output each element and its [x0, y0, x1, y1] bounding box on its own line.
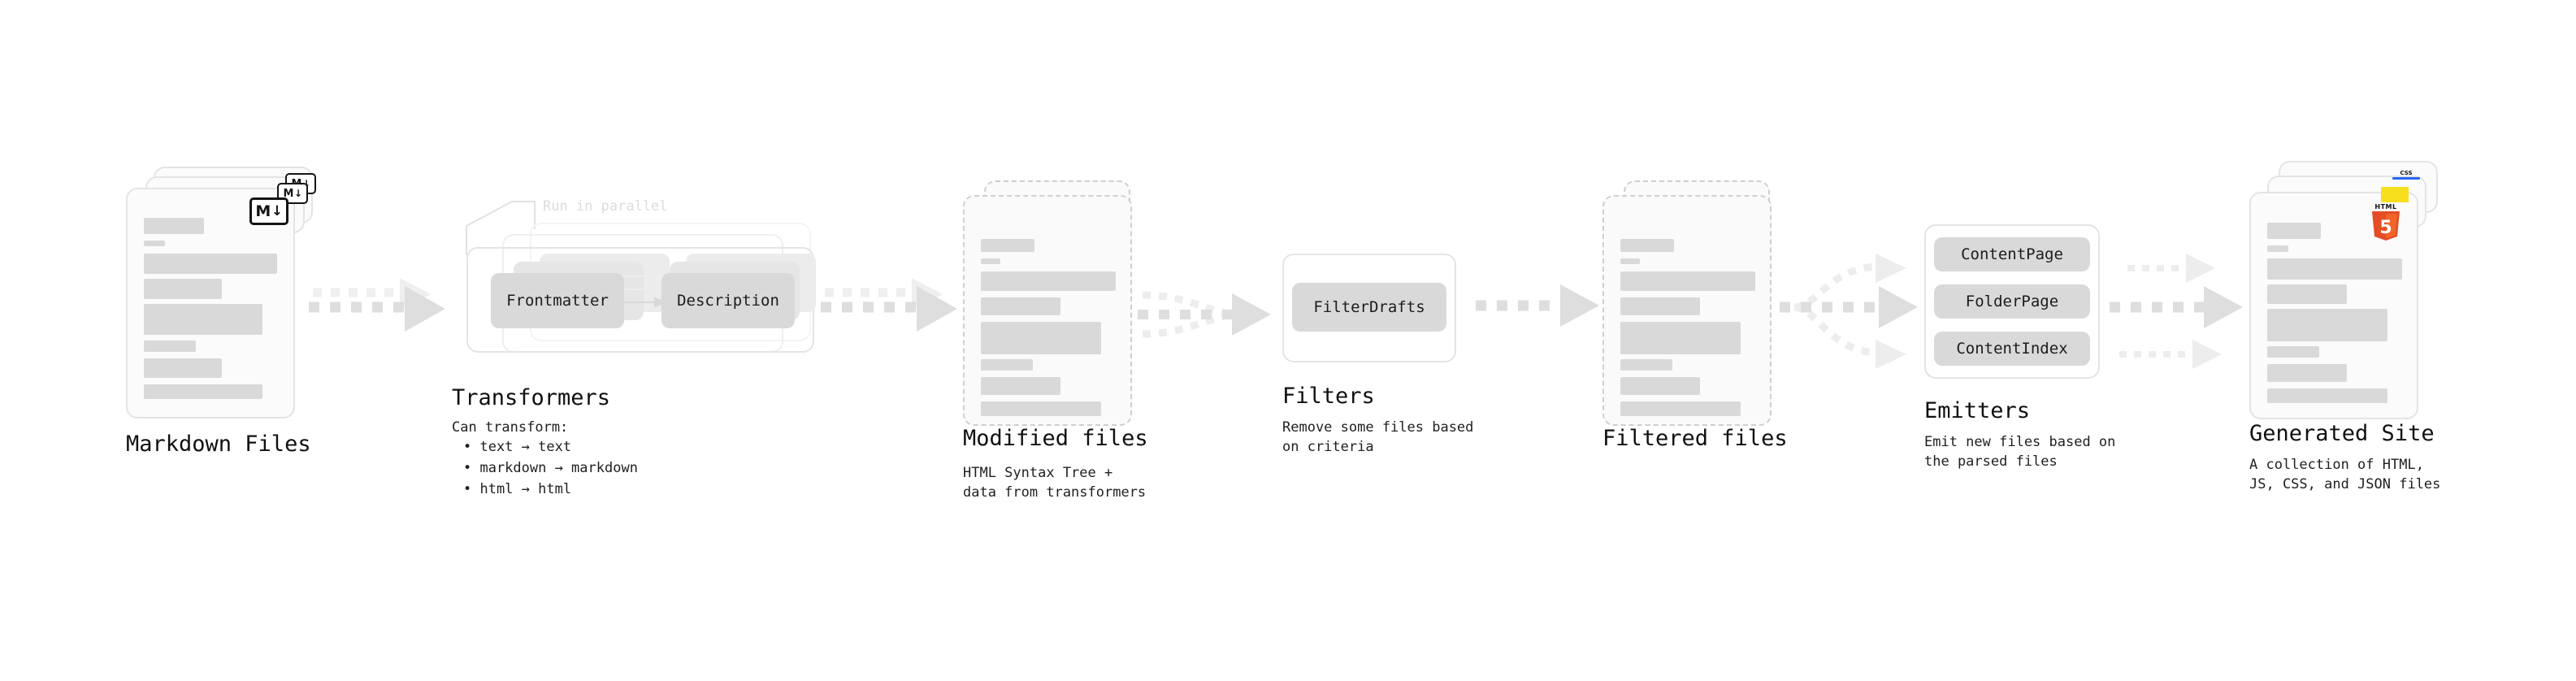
arrow-transformers-to-modified — [821, 278, 957, 332]
run-in-parallel-label: Run in parallel — [543, 198, 668, 215]
stage-desc-generated-site: A collection of HTML, JS, CSS, and JSON … — [2249, 457, 2441, 492]
markdown-icon-m-mid: M — [283, 187, 294, 200]
stage-title-emitters: Emitters — [1924, 398, 2031, 423]
arrow-emitters-to-site — [2110, 254, 2243, 369]
emitter-node-folderpage-label: FolderPage — [1965, 293, 2059, 310]
generated-site-stack: CSS HTML 5 — [2249, 161, 2452, 421]
run-in-parallel-bracket — [466, 201, 536, 255]
html5-icon-label: HTML — [2374, 203, 2397, 210]
emitter-node-contentindex[interactable]: ContentIndex — [1934, 332, 2090, 366]
markdown-icon: M↓ — [249, 197, 288, 225]
filtered-file-card-front — [1602, 195, 1772, 426]
transformers-group: Run in parallel Frontmatter Description — [452, 192, 817, 362]
modified-file-card-front — [963, 195, 1132, 426]
html5-icon-shield: 5 — [2372, 211, 2400, 241]
svg-text:5: 5 — [2379, 218, 2392, 238]
stage-desc-transformers: Can transform: — [452, 419, 569, 436]
stage-title-filters: Filters — [1282, 384, 1375, 409]
transformer-node-description-label: Description — [677, 292, 779, 310]
transformer-node-frontmatter[interactable]: Frontmatter — [491, 273, 624, 328]
transformer-node-description[interactable]: Description — [661, 273, 795, 328]
arrow-modified-to-filters — [1138, 291, 1271, 338]
filter-node-filterdrafts[interactable]: FilterDrafts — [1292, 283, 1446, 332]
markdown-icon-arrow: ↓ — [271, 202, 283, 219]
filtered-files-stack — [1602, 180, 1789, 426]
transformer-node-frontmatter-label: Frontmatter — [506, 292, 609, 310]
markdown-file-card-front — [126, 188, 295, 419]
emitter-node-contentindex-label: ContentIndex — [1956, 340, 2068, 358]
js-icon — [2381, 187, 2409, 202]
arrow-markdown-to-transformers — [309, 278, 445, 332]
stage-title-generated-site: Generated Site — [2249, 421, 2435, 446]
emitter-node-contentpage[interactable]: ContentPage — [1934, 237, 2090, 271]
site-file-card-html — [2249, 192, 2418, 419]
markdown-files-stack: M↓ M↓ M↓ — [126, 167, 316, 419]
stage-desc-emitters: Emit new files based on the parsed files — [1924, 434, 2116, 470]
stage-title-transformers: Transformers — [452, 385, 611, 410]
markdown-icon-m: M — [255, 202, 271, 220]
stage-title-filtered-files: Filtered files — [1602, 426, 1788, 451]
transformers-bullet-0: • text → text — [463, 439, 572, 455]
stage-desc-filters: Remove some files based on criteria — [1282, 419, 1474, 455]
markdown-icon-arrow-mid: ↓ — [293, 188, 302, 199]
html5-icon: HTML 5 — [2370, 203, 2402, 241]
modified-files-stack — [963, 180, 1150, 426]
arrow-filtered-to-emitters — [1780, 254, 1918, 369]
stage-title-markdown-files: Markdown Files — [126, 432, 311, 457]
stage-desc-modified-files: HTML Syntax Tree + data from transformer… — [963, 465, 1147, 501]
css3-icon-label: CSS — [2400, 170, 2413, 176]
transformers-bullet-1: • markdown → markdown — [463, 460, 638, 476]
emitters-box — [1924, 224, 2100, 379]
filters-box — [1282, 254, 1456, 362]
arrow-filters-to-filtered — [1476, 284, 1599, 327]
css3-icon: CSS — [2392, 171, 2420, 180]
filter-node-filterdrafts-label: FilterDrafts — [1313, 298, 1425, 316]
emitter-node-folderpage[interactable]: FolderPage — [1934, 284, 2090, 319]
emitter-node-contentpage-label: ContentPage — [1961, 245, 2063, 263]
css3-icon-bar — [2392, 177, 2420, 180]
stage-title-modified-files: Modified files — [963, 426, 1148, 451]
transformers-bullet-2: • html → html — [463, 481, 572, 497]
